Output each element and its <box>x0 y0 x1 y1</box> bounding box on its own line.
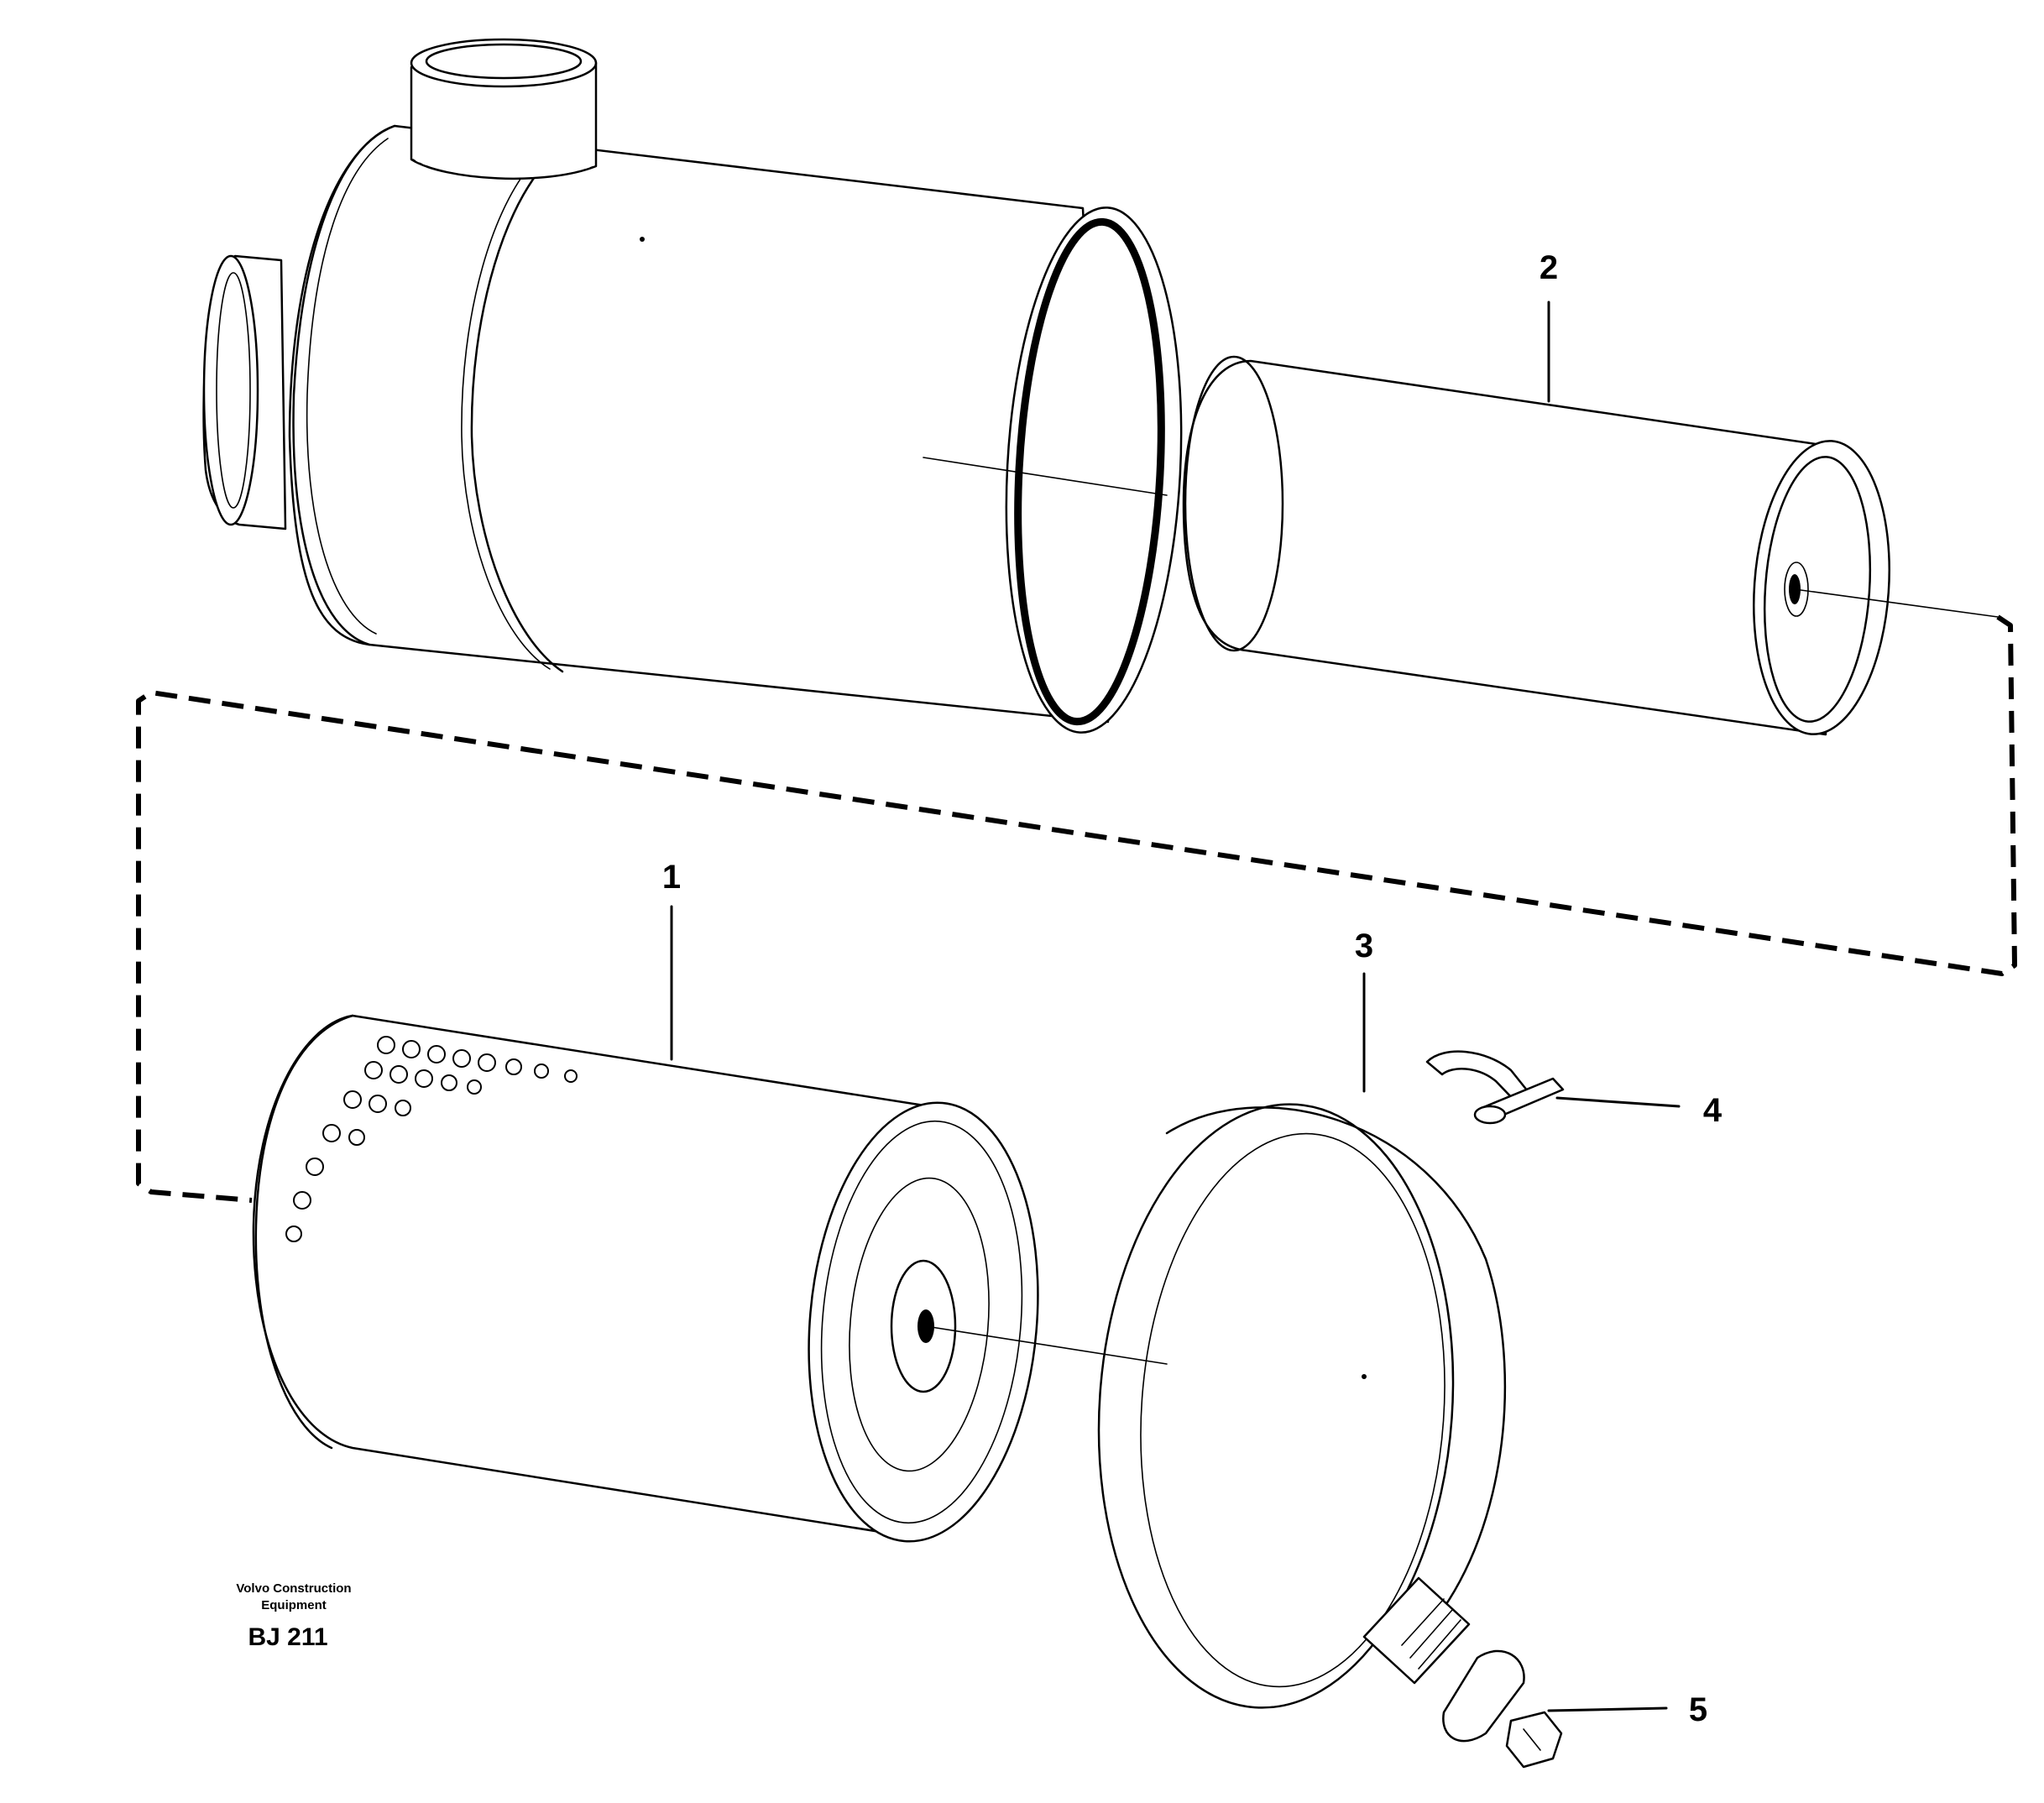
leader-lines <box>670 300 1681 1712</box>
part-3-end-cover <box>1097 1103 1507 1709</box>
part-2-safety-filter <box>1182 355 1890 736</box>
callout-5: 5 <box>1689 1691 1707 1728</box>
top-outlet-pipe <box>410 38 598 180</box>
callout-1: 1 <box>662 859 681 896</box>
manufacturer-line-1: Volvo Construction <box>236 1581 351 1596</box>
air-cleaner-housing <box>202 38 1183 734</box>
drawing-footer: Volvo Construction Equipment BJ 211 <box>236 1581 351 1651</box>
manufacturer-line-2: Equipment <box>261 1598 327 1612</box>
leader-5 <box>1547 1706 1668 1712</box>
part-1-main-filter-cartridge <box>252 1014 1039 1543</box>
assembly-lines <box>925 588 1999 1365</box>
callout-4: 4 <box>1703 1092 1723 1129</box>
drawing-code: BJ 211 <box>248 1623 327 1651</box>
part-5-vacuator-valve <box>1442 1649 1563 1769</box>
side-inlet-stub <box>202 254 287 530</box>
callout-3: 3 <box>1355 928 1373 964</box>
part-4-clamp-clip <box>1425 1050 1565 1125</box>
mesh-texture <box>285 1036 578 1242</box>
leader-4 <box>1555 1096 1681 1108</box>
callout-2: 2 <box>1540 249 1558 286</box>
